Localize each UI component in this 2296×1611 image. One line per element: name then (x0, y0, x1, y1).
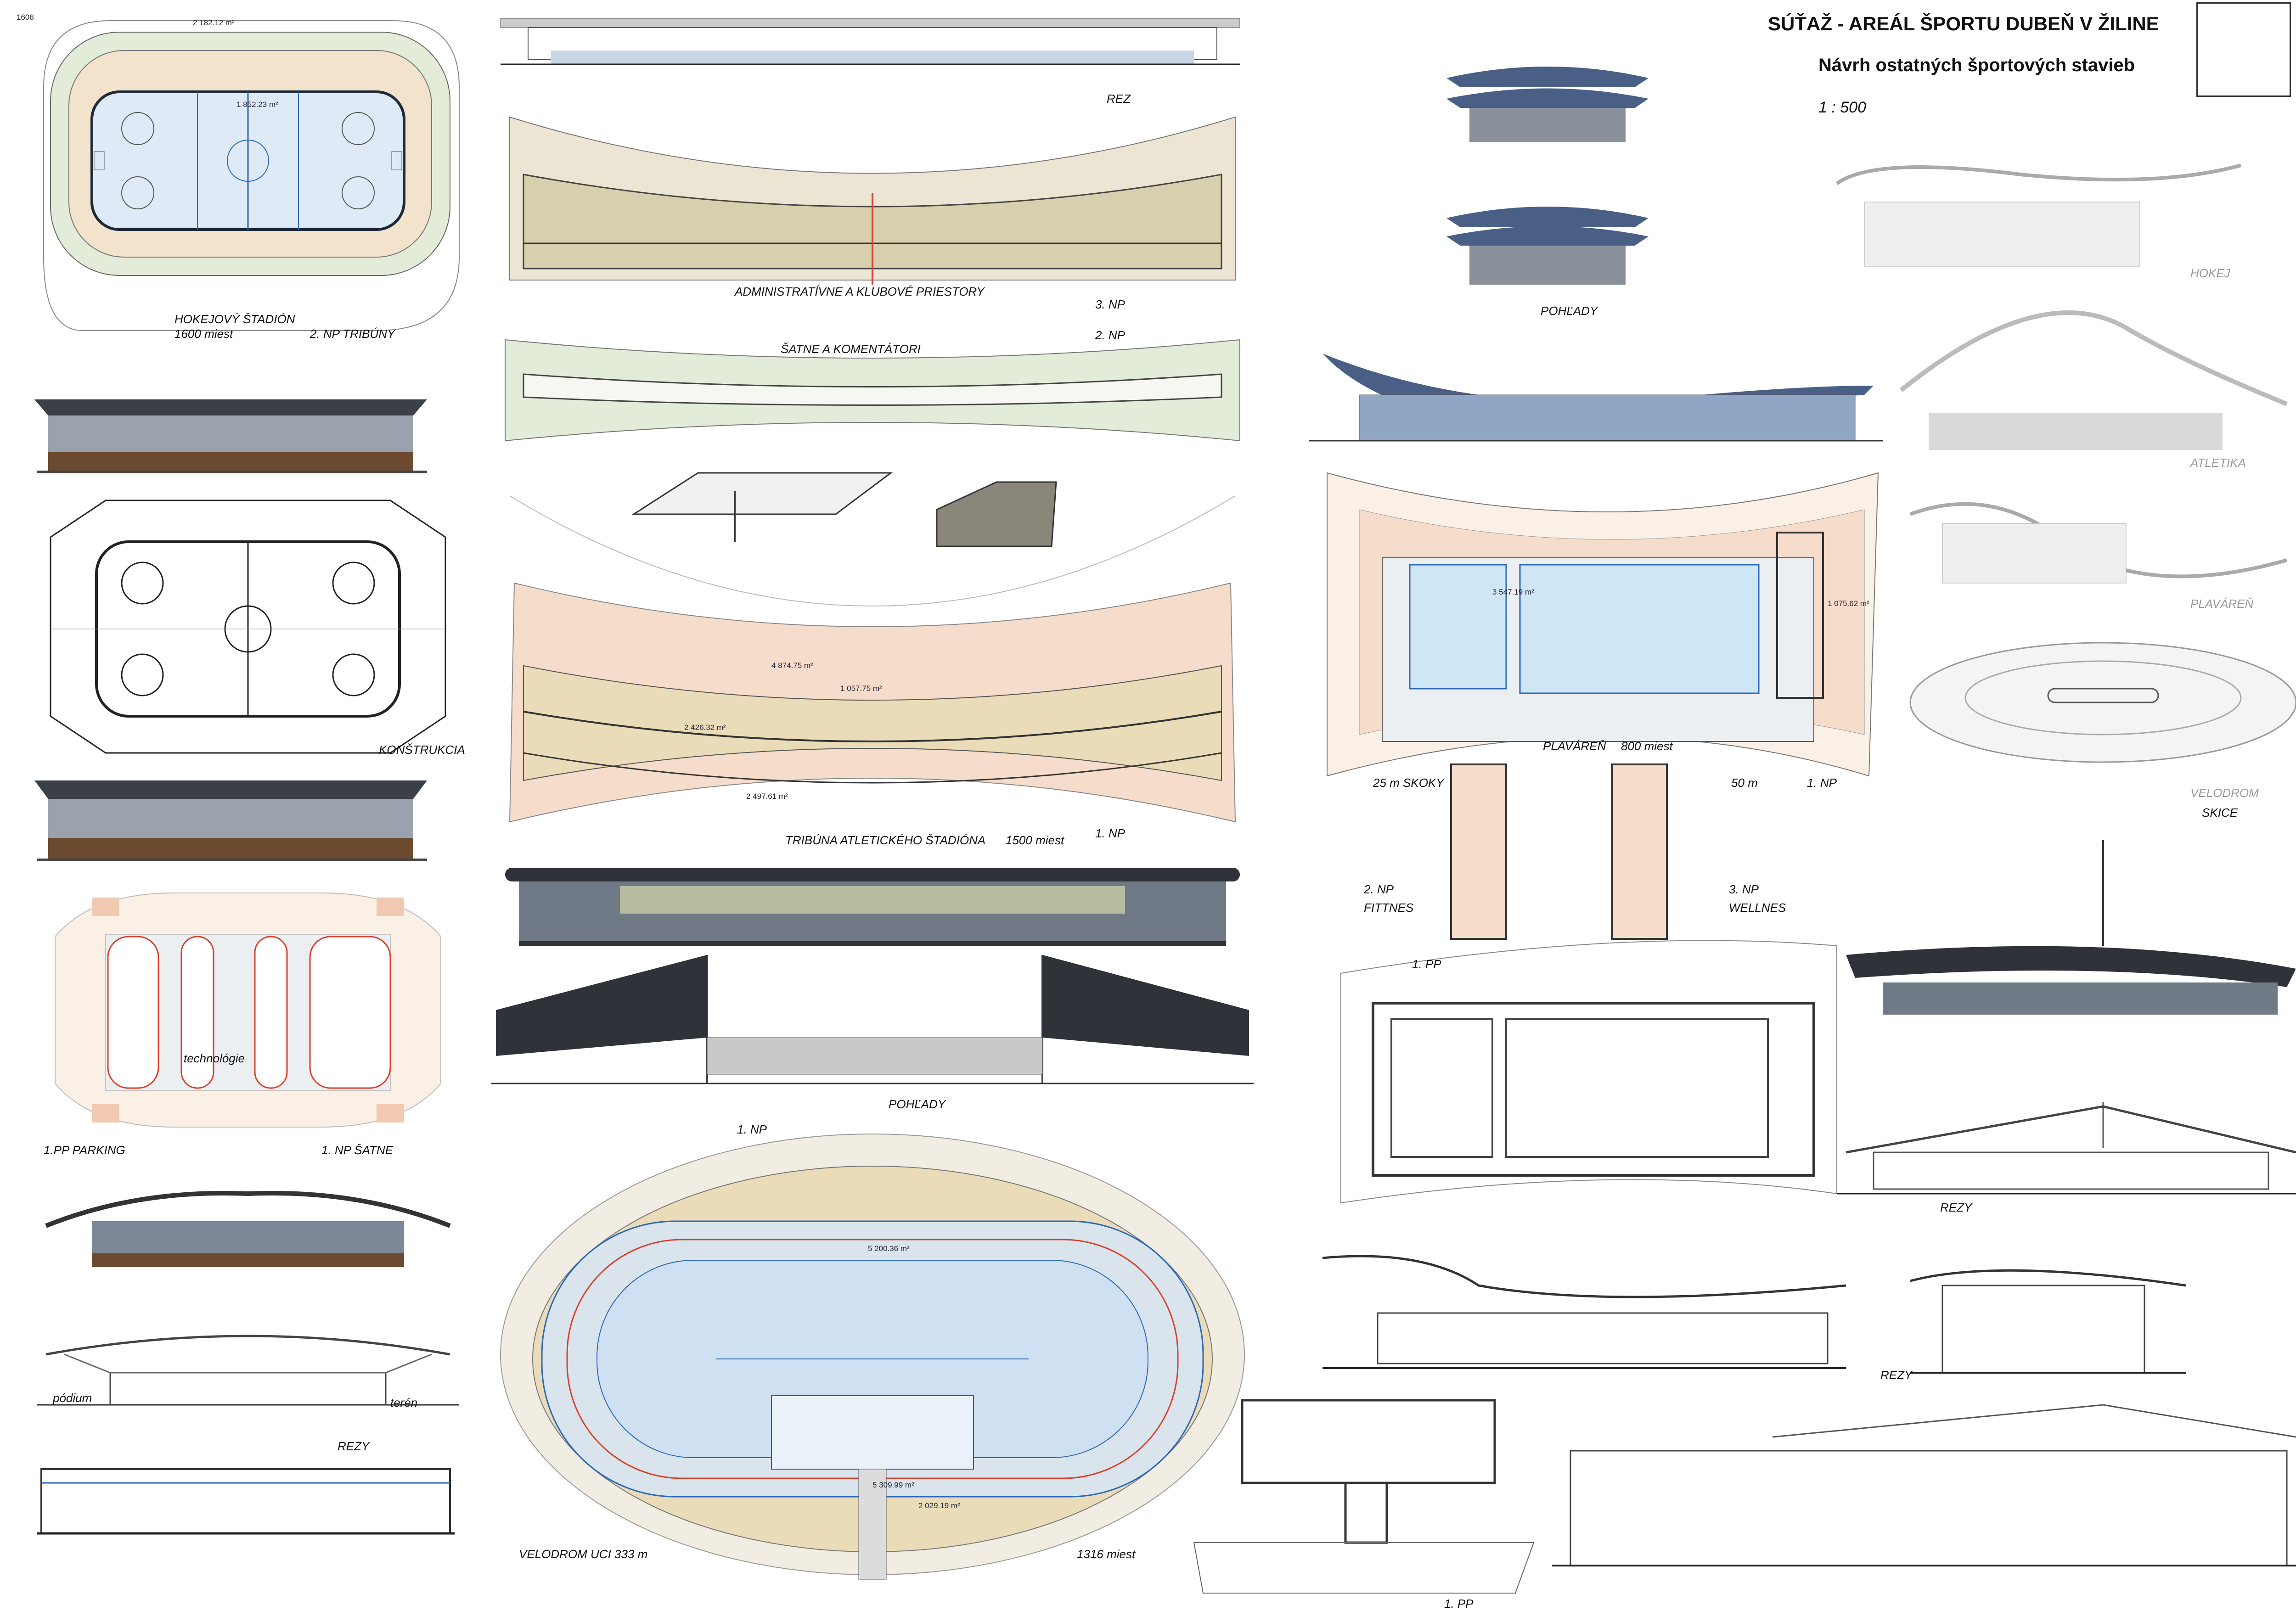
pool-wellness-label: WELLNES (1729, 901, 1786, 915)
athletics-area-2: 1 057.75 m² (840, 684, 882, 693)
sketch-velodrome-label: VELODROM (2190, 786, 2259, 800)
athletics-elevation (505, 868, 1240, 946)
right-sections-label: REZY (1940, 1201, 1972, 1214)
athletics-2np-label: 2. NP (1095, 328, 1125, 342)
velodrome-area-top: 5 200.36 m² (868, 1244, 910, 1253)
pool-sections-label: REZY (1880, 1368, 1913, 1382)
hockey-podium-label: pódium (53, 1391, 92, 1405)
pool-title: PLAVÁREŇ (1543, 739, 1606, 753)
pool-50m-label: 50 m (1731, 776, 1758, 790)
velodrome-area-low: 2 029.19 m² (918, 1501, 960, 1510)
athletics-tribune-plan-1np (509, 495, 1236, 823)
pool-plan-2np-fitness (1450, 763, 1507, 940)
hockey-plan-2np (43, 20, 460, 331)
hockey-locker-label: 1. NP ŠATNE (321, 1143, 394, 1157)
pool-views-label: POHĽADY (1541, 304, 1598, 318)
athletics-section-rez (500, 18, 1240, 65)
pool-2np-label: 2. NP (1364, 882, 1394, 896)
pool-elevation-2 (1446, 207, 1649, 285)
pool-plan-1pp (1340, 940, 1837, 1204)
hockey-sections-label: REZY (338, 1439, 370, 1453)
sketch-athletics (1899, 310, 2288, 450)
sketch-hockey-label: HOKEJ (2190, 266, 2230, 280)
pool-plan-1np (1327, 472, 1879, 777)
title-block-stamp (2196, 2, 2291, 97)
pool-3np-label: 3. NP (1729, 882, 1759, 896)
hockey-section-1 (37, 1335, 459, 1406)
athletics-admin-label: ADMINISTRATÍVNE A KLUBOVÉ PRIESTORY (735, 285, 985, 298)
athletics-capacity: 1500 miest (1006, 833, 1064, 847)
velodrome-capacity: 1316 miest (1077, 1547, 1136, 1561)
hockey-capacity: 1600 miest (174, 327, 233, 341)
pool-1np-label: 1. NP (1807, 776, 1837, 790)
page-title: SÚŤAŽ - AREÁL ŠPORTU DUBEŇ V ŽILINE (1768, 13, 2159, 34)
athletics-area-3: 2 426.32 m² (684, 723, 726, 732)
athletics-plan-2np (505, 339, 1240, 442)
hockey-area-outer: 2 182.12 m² (193, 18, 235, 27)
pool-elevation-long (1309, 354, 1883, 442)
sketch-hockey (1835, 163, 2242, 267)
pool-sections (1322, 1255, 2186, 1374)
hockey-terrain-label: terén (390, 1396, 418, 1409)
hockey-elevation-3 (45, 1190, 451, 1267)
athletics-cable-elevation (491, 955, 1254, 1084)
athletics-area-1: 4 874.75 m² (771, 661, 813, 670)
velodrome-1pp-label: 1. PP (1444, 1597, 1474, 1611)
athletics-plan-3np (509, 116, 1236, 285)
velodrome-sections-right (1552, 1102, 2296, 1566)
hockey-area-ice: 1 852.23 m² (236, 100, 278, 109)
hockey-parking-label: 1.PP PARKING (44, 1143, 125, 1157)
velodrome-area-mid: 5 309.99 m² (872, 1481, 914, 1489)
hockey-elevation-2 (34, 780, 427, 861)
hockey-technology-label: technológie (184, 1051, 245, 1065)
hockey-section-2 (37, 1468, 455, 1535)
sketch-pool (1909, 502, 2288, 584)
hockey-structure-plan (50, 500, 446, 754)
athletics-3d-sketches (631, 472, 1057, 547)
athletics-1np-label: 1. NP (1095, 826, 1125, 840)
sketch-pool-label: PLAVÁREŇ (2190, 597, 2254, 611)
velodrome-elevation-right (1846, 840, 2296, 1015)
athletics-3np-label: 3. NP (1095, 298, 1125, 311)
pool-elevation-1 (1446, 67, 1649, 142)
hockey-floor-label: 2. NP TRIBÚNY (310, 327, 395, 341)
pool-capacity: 800 miest (1621, 739, 1673, 753)
athletics-area-4: 2 497.61 m² (746, 792, 788, 801)
velodrome-plan (500, 1134, 1245, 1580)
pool-jumps-label: 25 m SKOKY (1373, 776, 1444, 790)
hockey-plan-1np (55, 893, 441, 1128)
pool-area-right: 1 075.62 m² (1828, 599, 1869, 608)
pool-fitness-label: FITTNES (1364, 901, 1414, 915)
athletics-views-label: POHĽADY (889, 1097, 946, 1111)
hockey-dim-label: 1608 (17, 13, 34, 22)
athletics-tribune-label: TRIBÚNA ATLETICKÉHO ŠTADIÓNA (785, 833, 986, 847)
pool-1pp-label: 1. PP (1412, 957, 1441, 971)
sketches-label: SKICE (2202, 806, 2238, 820)
sketch-athletics-label: ATLETIKA (2190, 456, 2246, 470)
hockey-title: HOKEJOVÝ ŠTADIÓN (174, 312, 295, 326)
page-subtitle: Návrh ostatných športových stavieb (1818, 55, 2135, 75)
drawing-scale: 1 : 500 (1818, 99, 1866, 116)
hockey-elevation-1 (34, 399, 427, 473)
pool-area-main: 3 547.19 m² (1492, 588, 1534, 596)
velodrome-plan-1pp (1193, 1399, 1535, 1594)
athletics-section-label: REZ (1107, 92, 1131, 106)
velodrome-1np-label: 1. NP (737, 1123, 767, 1136)
sketch-velodrome (1909, 642, 2296, 763)
pool-plan-3np-wellness (1611, 763, 1668, 940)
hockey-structure-label: KONŠTRUKCIA (379, 743, 465, 757)
velodrome-title: VELODROM UCI 333 m (519, 1547, 648, 1561)
athletics-locker-label: ŠATNE A KOMENTÁTORI (781, 342, 921, 356)
